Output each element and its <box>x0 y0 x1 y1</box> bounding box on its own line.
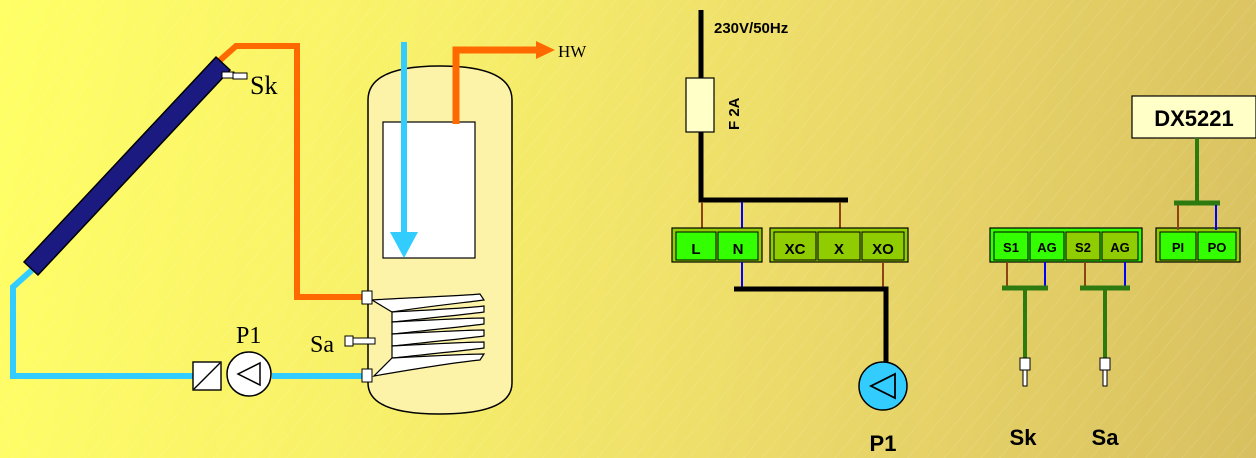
tank-sensor <box>344 335 376 347</box>
heat-exchanger-coil <box>370 293 486 377</box>
fuse-icon <box>685 77 715 133</box>
pump-icon <box>226 351 272 397</box>
module-box <box>1131 95 1256 139</box>
collector-sensor-label: Sk <box>250 71 277 100</box>
collector-sensor <box>221 71 248 80</box>
check-valve <box>192 361 222 391</box>
cold-return-pipe <box>10 267 200 379</box>
hydraulic-schematic: Sk HW Sa <box>10 41 587 415</box>
sensor-sk-probe-icon <box>1019 357 1031 387</box>
electrical-pump-label: P1 <box>870 431 897 456</box>
terminal-L: L <box>691 241 700 258</box>
pump-label: P1 <box>236 323 261 349</box>
hot-water-outlet-pipe <box>452 46 540 124</box>
supply-label: 230V/50Hz <box>714 20 788 37</box>
solar-collector <box>22 55 232 277</box>
terminal-group-power: L N <box>671 227 763 263</box>
hot-water-label: HW <box>558 42 587 61</box>
tank-lower-port <box>361 368 373 383</box>
electrical-wiring: 230V/50Hz F 2A L N XC X XO <box>671 10 1256 456</box>
cold-water-inlet-arrow <box>390 42 418 258</box>
fuse-label: F 2A <box>726 97 743 130</box>
tank-sensor-label: Sa <box>310 332 334 358</box>
pump-cable <box>734 286 889 362</box>
terminal-group-sensors: S1 AG S2 AG <box>989 227 1143 263</box>
terminal-S2: S2 <box>1075 240 1091 255</box>
electrical-pump-icon <box>858 361 908 411</box>
terminal-XC: XC <box>785 241 806 258</box>
terminal-PO: PO <box>1208 240 1227 255</box>
sensor-sk-label: Sk <box>1010 425 1038 450</box>
terminal-PI: PI <box>1172 240 1184 255</box>
terminal-group-bus: PI PO <box>1155 227 1241 263</box>
module-label: DX5221 <box>1154 106 1234 131</box>
sensor-sa-probe-icon <box>1099 357 1111 387</box>
terminal-S1: S1 <box>1003 240 1019 255</box>
terminal-AG-2: AG <box>1110 240 1130 255</box>
terminal-X: X <box>834 241 844 258</box>
terminal-N: N <box>733 241 744 258</box>
terminal-group-pump: XC X XO <box>769 227 909 263</box>
hot-flow-pipe <box>216 43 368 300</box>
tank-inner-vessel <box>382 121 476 259</box>
tank-upper-port <box>361 290 373 305</box>
hot-water-arrow <box>536 41 555 59</box>
supply-wire <box>698 10 848 203</box>
sensor-sa-label: Sa <box>1092 425 1120 450</box>
terminal-XO: XO <box>872 241 894 258</box>
terminal-AG-1: AG <box>1037 240 1057 255</box>
